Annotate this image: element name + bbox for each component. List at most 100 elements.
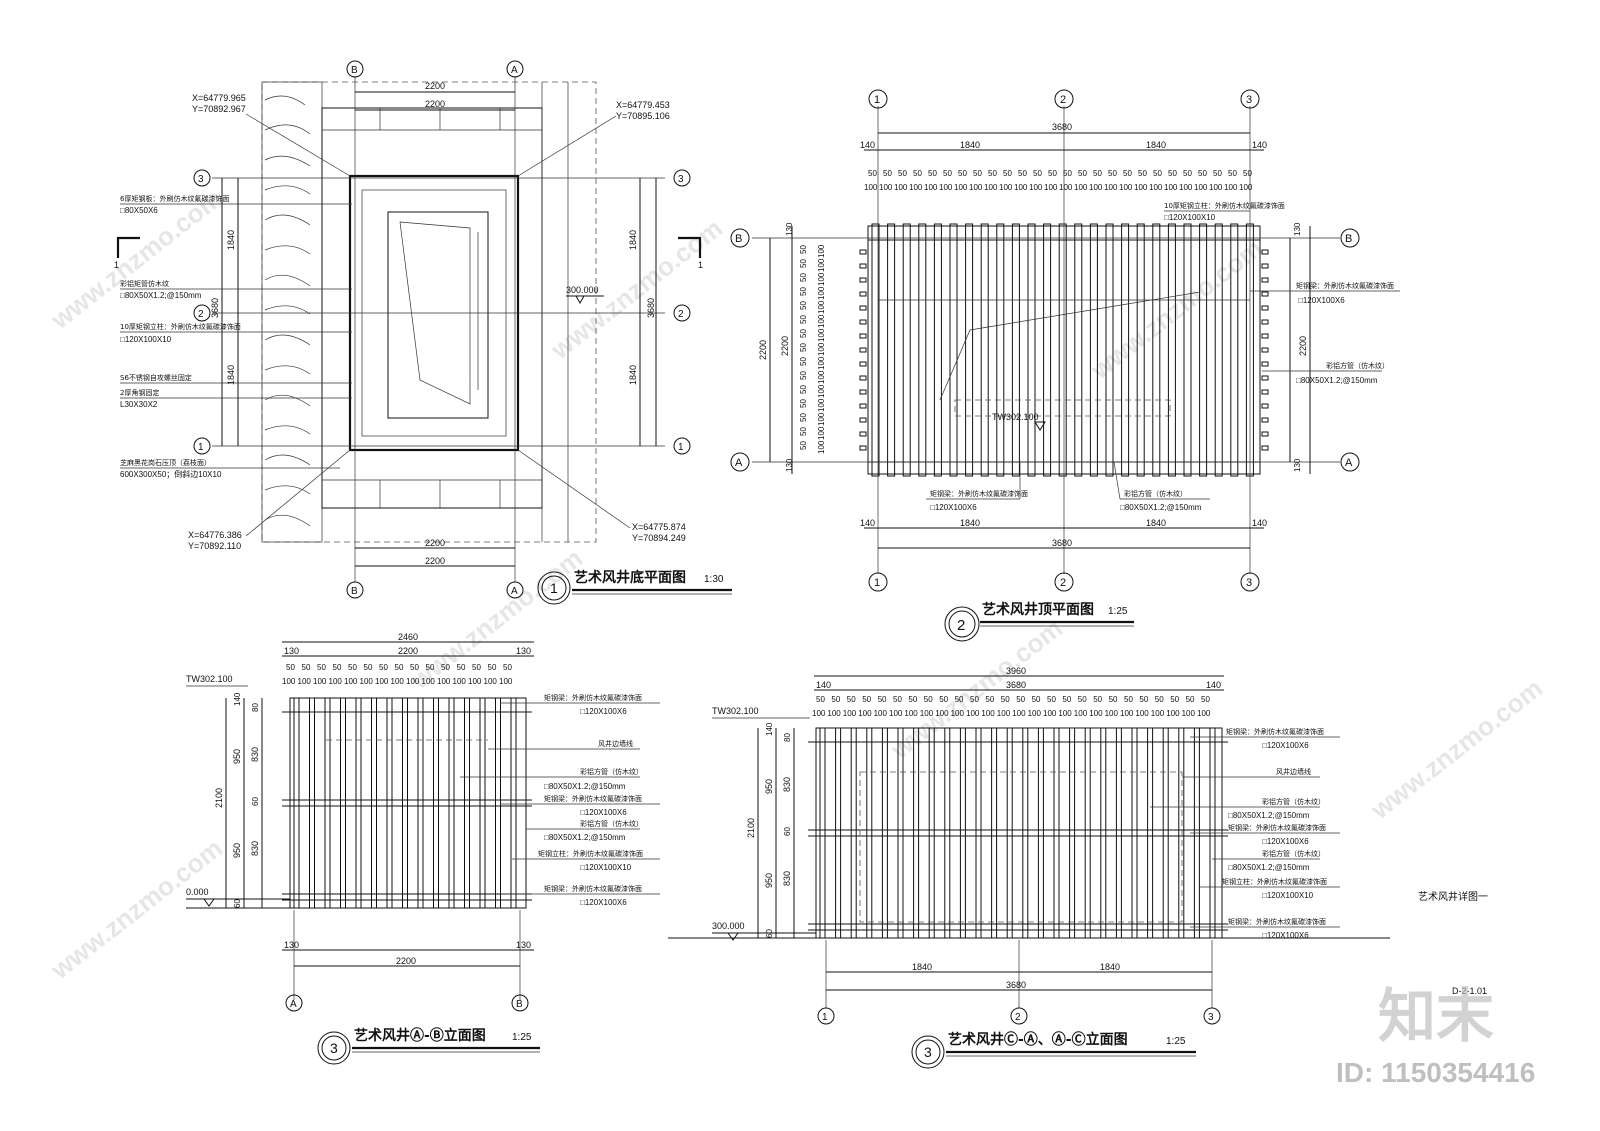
roof-slat [887,223,896,477]
vent-grille [399,221,471,405]
svg-text:130: 130 [516,646,531,656]
elevation-slat [1178,727,1185,939]
spacing-label: 100 [1166,709,1180,718]
slat-end [1261,445,1269,451]
spacing-label: 100 [924,183,938,192]
dim-side-half-r: 1840 [628,230,638,250]
dim-top-inner: 2200 [425,99,445,109]
roof-slat [1121,223,1130,477]
roof-slat [1183,223,1192,477]
spacing-label: 100 [298,677,312,686]
elev3b-notes: 矩钢梁：外刷仿木纹氟碳漆饰面 □120X100X6 风井边墙线 彩铝方管（仿木纹… [1150,727,1340,940]
svg-text:130: 130 [1293,458,1302,472]
drawing-number-3b [911,1035,945,1069]
spacing-label: 50 [286,663,295,672]
spacing-label: 100 [889,709,903,718]
spacing-label: 50 [958,169,967,178]
svg-text:A: A [735,457,743,469]
dim-side-total-r: 3680 [646,298,656,318]
spacing-label: 50 [488,663,497,672]
spacing-label: 50 [348,663,357,672]
roof-slat [871,223,880,477]
spacing-label: 50 [1033,169,1042,178]
grid-bubble-3 [1203,1007,1221,1025]
spacing-label: 50 [799,399,808,408]
spacing-dims-top: 5010050100501005010050100501005010050100… [812,695,1211,718]
spacing-label: 50 [1183,169,1192,178]
svg-text:2: 2 [1060,577,1066,589]
spacing-label: 100 [360,677,374,686]
svg-text:芝麻黑花岗石压顶（荔枝面）: 芝麻黑花岗石压顶（荔枝面） [120,458,211,467]
spacing-label: 100 [817,328,826,342]
spacing-label: 50 [1032,695,1041,704]
svg-text:矩钢梁：外刷仿木纹氟碳漆饰面: 矩钢梁：外刷仿木纹氟碳漆饰面 [544,693,642,702]
roof-slat [902,223,911,477]
svg-text:140: 140 [1252,140,1267,150]
spacing-label: 50 [847,695,856,704]
spacing-label: 100 [939,183,953,192]
dim-side-total: 3680 [210,298,220,318]
svg-text:3680: 3680 [1006,980,1026,990]
spacing-label: 50 [441,663,450,672]
spacing-label: 100 [1105,709,1119,718]
elevation-slat [1100,727,1107,939]
spacing-label: 100 [966,709,980,718]
svg-text:□120X100X6: □120X100X6 [580,707,627,716]
elevation-slat [1069,727,1076,939]
svg-text:140: 140 [1206,680,1221,690]
spacing-label: 100 [954,183,968,192]
slat-end [859,291,867,297]
spacing-label: 100 [984,183,998,192]
svg-text:A: A [511,586,518,597]
spacing-label: 100 [468,677,482,686]
spacing-label: 100 [1014,183,1028,192]
spacing-label: 50 [939,695,948,704]
spacing-label: 50 [799,315,808,324]
grid-bubble-2 [1010,1007,1028,1025]
svg-text:830: 830 [782,777,792,792]
spacing-label: 50 [395,663,404,672]
svg-text:彩铝方管（仿木纹）: 彩铝方管（仿木纹） [1326,361,1389,370]
spacing-label: 100 [817,300,826,314]
spacing-label: 100 [874,709,888,718]
svg-text:1: 1 [678,442,684,453]
spacing-label: 50 [799,287,808,296]
plan1-title: 艺术风井底平面图 [574,569,686,586]
section-mark-right [678,236,702,258]
spacing-label: 50 [317,663,326,672]
roof-slat [918,223,927,477]
spacing-label: 50 [913,169,922,178]
elevation-slat [944,727,951,939]
svg-text:□120X100X6: □120X100X6 [1262,931,1309,940]
svg-text:80: 80 [783,733,792,742]
svg-text:B: B [1345,233,1352,245]
svg-text:3680: 3680 [1006,680,1026,690]
coord-bl-y: Y=70892.110 [188,541,241,551]
svg-text:3960: 3960 [1006,666,1026,676]
svg-text:3: 3 [1246,577,1252,589]
elevation-slat [959,727,966,939]
svg-text:S6不锈钢自攻螺丝固定: S6不锈钢自攻螺丝固定 [120,373,192,382]
spacing-label: 100 [1059,183,1073,192]
svg-text:□120X100X6: □120X100X6 [580,898,627,907]
svg-text:2100: 2100 [746,818,756,838]
section-mark-left [116,236,140,258]
spacing-label: 50 [988,169,997,178]
coord-bl-x: X=64776.386 [188,530,242,540]
elevation-3b: TW302.100 300.000 3960 140 3680 140 5010… [668,666,1488,1069]
spacing-label: 50 [364,663,373,672]
dim-bottom-outer: 2200 [425,556,445,566]
svg-text:1: 1 [822,1012,828,1023]
spacing-label: 100 [1074,709,1088,718]
spacing-label: 100 [817,440,826,454]
elev3a-notes: 矩钢梁：外刷仿木纹氟碳漆饰面 □120X100X6 风井边墙线 彩铝方管（仿木纹… [460,693,660,907]
svg-text:2: 2 [957,617,965,634]
spacing-label: 50 [799,371,808,380]
spacing-label: 50 [457,663,466,672]
roof-slat [1136,223,1145,477]
plan2-scale: 1:25 [1108,606,1128,617]
spacing-label: 50 [1001,695,1010,704]
elevation-frame [815,727,1223,939]
spacing-label: 100 [817,398,826,412]
plan2-notes: 10厚矩钢立柱：外刷仿木纹氟碳漆饰面 □120X100X10 矩钢梁：外刷仿木纹… [926,201,1400,512]
